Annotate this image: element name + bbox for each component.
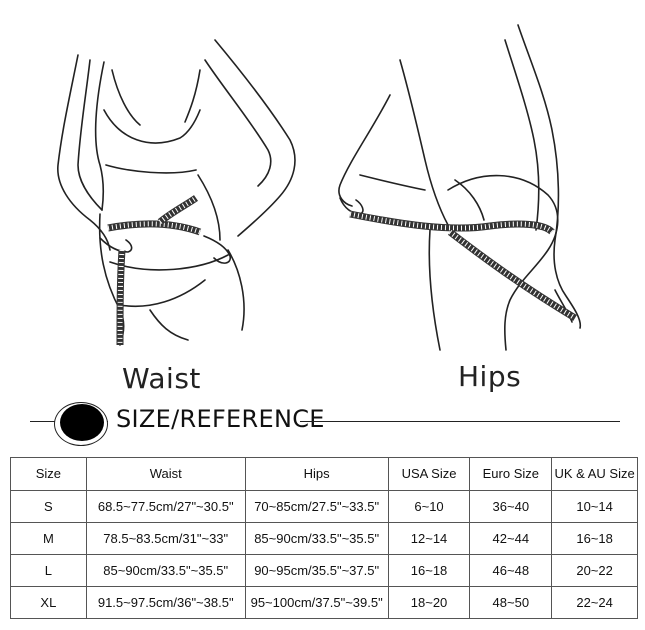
cell-hips: 70~85cm/27.5"~33.5" bbox=[244, 490, 389, 523]
waist-tape bbox=[107, 220, 202, 236]
black-dot-icon bbox=[60, 404, 104, 441]
cell-size: S bbox=[10, 490, 87, 523]
cell-waist: 85~90cm/33.5"~35.5" bbox=[85, 554, 246, 587]
divider-right bbox=[300, 421, 620, 422]
section-title: SIZE/REFERENCE bbox=[116, 405, 325, 433]
cell-uk-au: 16~18 bbox=[551, 522, 638, 555]
hips-label: Hips bbox=[458, 360, 522, 393]
header-hips: Hips bbox=[244, 457, 389, 491]
measurement-illustration bbox=[57, 24, 582, 351]
section-header: SIZE/REFERENCE bbox=[30, 400, 620, 446]
header-waist: Waist bbox=[85, 457, 246, 491]
cell-waist: 91.5~97.5cm/36"~38.5" bbox=[85, 586, 246, 619]
header-size: Size bbox=[10, 457, 87, 491]
cell-waist: 68.5~77.5cm/27"~30.5" bbox=[85, 490, 246, 523]
cell-hips: 95~100cm/37.5"~39.5" bbox=[244, 586, 389, 619]
cell-size: L bbox=[10, 554, 87, 587]
header-euro-size: Euro Size bbox=[469, 457, 553, 491]
table-header-row: Size Waist Hips USA Size Euro Size UK & … bbox=[10, 457, 638, 491]
cell-size: XL bbox=[10, 586, 87, 619]
hips-figure bbox=[338, 24, 582, 351]
cell-hips: 85~90cm/33.5"~35.5" bbox=[244, 522, 389, 555]
waist-label: Waist bbox=[122, 362, 201, 395]
cell-uk-au: 22~24 bbox=[551, 586, 638, 619]
cell-uk-au: 20~22 bbox=[551, 554, 638, 587]
cell-uk-au: 10~14 bbox=[551, 490, 638, 523]
table-row: S 68.5~77.5cm/27"~30.5" 70~85cm/27.5"~33… bbox=[10, 490, 638, 523]
cell-usa: 16~18 bbox=[387, 554, 471, 587]
cell-euro: 36~40 bbox=[469, 490, 553, 523]
waist-figure bbox=[57, 39, 296, 346]
cell-size: M bbox=[10, 522, 87, 555]
cell-waist: 78.5~83.5cm/31"~33" bbox=[85, 522, 246, 555]
table-row: L 85~90cm/33.5"~35.5" 90~95cm/35.5"~37.5… bbox=[10, 554, 638, 587]
cell-euro: 48~50 bbox=[469, 586, 553, 619]
cell-hips: 90~95cm/35.5"~37.5" bbox=[244, 554, 389, 587]
table-row: XL 91.5~97.5cm/36"~38.5" 95~100cm/37.5"~… bbox=[10, 586, 638, 619]
cell-euro: 46~48 bbox=[469, 554, 553, 587]
cell-usa: 18~20 bbox=[387, 586, 471, 619]
size-table: Size Waist Hips USA Size Euro Size UK & … bbox=[10, 457, 638, 619]
cell-usa: 6~10 bbox=[387, 490, 471, 523]
header-usa-size: USA Size bbox=[387, 457, 471, 491]
header-uk-au-size: UK & AU Size bbox=[551, 457, 638, 491]
cell-usa: 12~14 bbox=[387, 522, 471, 555]
table-row: M 78.5~83.5cm/31"~33" 85~90cm/33.5"~35.5… bbox=[10, 522, 638, 555]
cell-euro: 42~44 bbox=[469, 522, 553, 555]
